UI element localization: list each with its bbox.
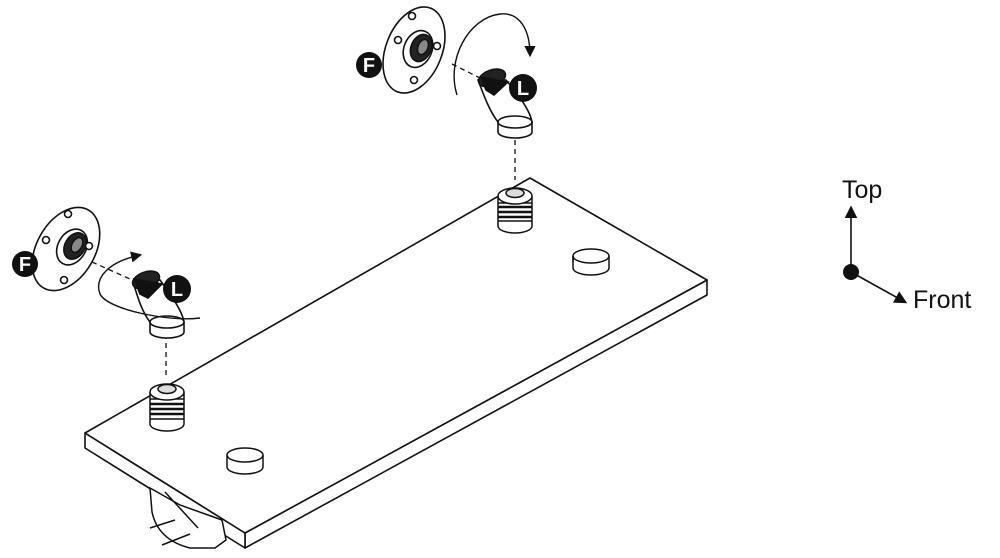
shelf-peg-rear [572,248,610,276]
board-connector-front [149,383,185,432]
callout-flange-front: F [12,251,38,277]
svg-text:F: F [19,254,31,276]
elbow-front [131,270,185,339]
svg-text:L: L [517,78,529,100]
svg-text:L: L [171,279,183,301]
callout-flange-rear: F [356,52,382,78]
svg-text:F: F [363,55,375,77]
board-connector-rear [497,187,533,234]
front-label: Front [913,286,971,314]
alignment-lines [91,63,516,376]
shelf-board [84,177,708,549]
rotation-arrow-rear [453,13,536,96]
callout-elbow-rear: L [509,74,537,102]
under-elbow [149,486,227,549]
shelf-peg-front [226,447,264,475]
up-label: Top [842,176,882,204]
callout-elbow-front: L [163,275,191,303]
elbow-rear [476,68,533,139]
orientation-indicator: Top Front [842,176,971,314]
flange-front [31,206,101,292]
flange-rear [382,6,446,94]
origin-dot [843,264,859,280]
front-arrow [850,271,908,304]
board-top [84,177,708,534]
rotation-arrow-front [98,251,201,320]
